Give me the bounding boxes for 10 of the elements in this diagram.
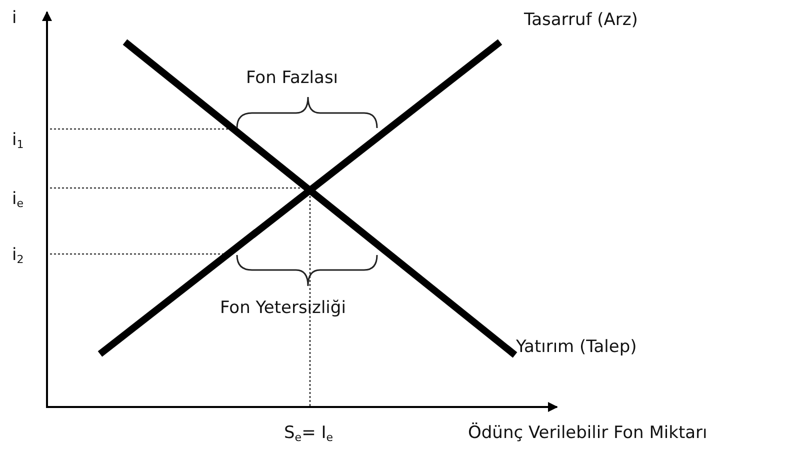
annotation-label: Fon Fazlası bbox=[246, 68, 338, 88]
curve-label: Yatırım (Talep) bbox=[516, 337, 637, 357]
axis-label: Ödünç Verilebilir Fon Miktarı bbox=[468, 423, 708, 443]
axis-label: i bbox=[12, 8, 17, 28]
axis-tick-label: S$_{e}$= I$_{e}$ bbox=[284, 423, 334, 443]
axis-tick-label: i$_{1}$ bbox=[12, 130, 24, 150]
curve-label: Tasarruf (Arz) bbox=[524, 10, 638, 30]
annotation-label: Fon Yetersizliği bbox=[220, 298, 346, 318]
axis-tick-label: i$_{e}$ bbox=[12, 189, 24, 209]
axis-tick-label: i$_{2}$ bbox=[12, 245, 24, 265]
